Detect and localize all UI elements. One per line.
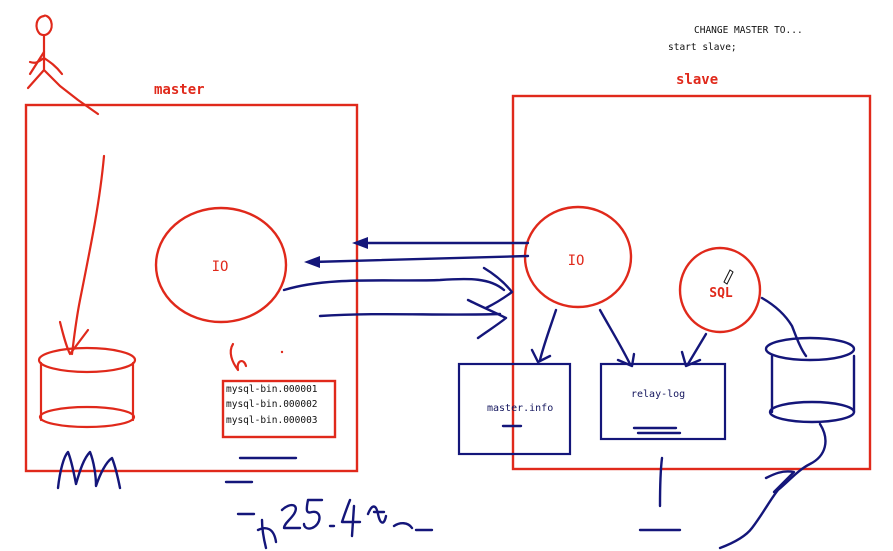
master-db-scribble	[56, 450, 122, 490]
slave-title: slave	[676, 72, 718, 88]
binlog-transfer-stroke-1	[282, 266, 514, 310]
master-io-label: IO	[212, 259, 229, 275]
master-info-label: master.info	[487, 403, 553, 414]
binlog-file-3: mysql-bin.000003	[226, 415, 318, 426]
pen-cursor-icon	[723, 269, 734, 285]
binlog-box	[221, 379, 337, 439]
binlog-file-1: mysql-bin.000001	[226, 384, 318, 395]
command-start-slave: start slave;	[668, 42, 737, 53]
master-title: master	[154, 82, 205, 98]
slave-io-label: IO	[568, 253, 585, 269]
master-server-box	[24, 103, 359, 473]
slave-sql-thread	[678, 246, 762, 334]
master-io-thread	[154, 206, 288, 324]
master-database-icon	[37, 346, 137, 429]
bottom-handwriting	[236, 512, 278, 550]
master-info-box	[457, 362, 572, 456]
io-to-relay-log-arrow	[598, 308, 632, 366]
binlog-file-2: mysql-bin.000002	[226, 399, 318, 410]
relay-log-label: relay-log	[631, 389, 685, 400]
io-to-master-info-arrow	[538, 308, 558, 362]
command-change-master: CHANGE MASTER TO...	[694, 25, 803, 36]
binlog-transfer-stroke-2	[318, 298, 508, 340]
relay-log-to-sql-arrow	[686, 332, 708, 366]
slave-server-box	[511, 94, 872, 471]
user-figure-icon	[26, 14, 100, 116]
sql-to-database-arrow	[760, 296, 808, 358]
write-arrow	[70, 154, 106, 356]
slave-sql-label: SQL	[709, 286, 733, 301]
io-request-arrow-2	[310, 254, 530, 264]
slave-database-icon	[764, 336, 856, 424]
relay-log-box	[599, 362, 727, 441]
